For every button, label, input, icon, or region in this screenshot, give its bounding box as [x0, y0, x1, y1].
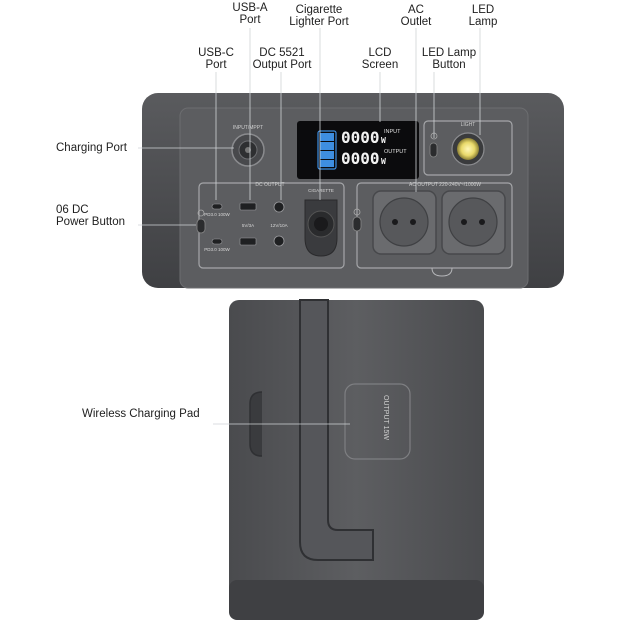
led-lamp-area: LIGHT: [423, 120, 513, 176]
leader-lines: [138, 28, 481, 425]
side-handle[interactable]: [299, 299, 374, 561]
dc5521-port-2[interactable]: [273, 235, 285, 247]
cigarette-label: CIGARETTE: [308, 188, 334, 193]
lcd-input-value: 0000: [341, 128, 380, 147]
usb-a-port-1[interactable]: [239, 202, 257, 211]
wireless-charging-pad-label: Wireless Charging Pad: [82, 408, 200, 420]
dc-spec: 12V/10A: [270, 223, 287, 228]
wireless-charging-pad[interactable]: OUTPUT 15W: [344, 383, 411, 460]
ac-symbol-icon: [431, 267, 453, 277]
lcd-input-unit: W: [381, 136, 386, 145]
pd2-label: PD3.0 100W: [204, 247, 230, 252]
dc5521-port-1[interactable]: [273, 201, 285, 213]
side-body: OUTPUT 15W: [229, 299, 484, 620]
ac-output-group: AC OUTPUT 220-240V~/1000W: [352, 182, 513, 277]
usb-a-spec: 5V/3A: [242, 223, 254, 228]
dc-output-group: DC OUTPUT PD3.0 100W PD3.0 100W 5V/3A 12…: [196, 182, 345, 269]
light-label: LIGHT: [461, 122, 476, 128]
ac-socket-1[interactable]: [372, 190, 437, 255]
cigarette-lighter-port[interactable]: [304, 199, 338, 257]
ac-power-button[interactable]: [352, 216, 362, 232]
ac-socket-2[interactable]: [441, 190, 506, 255]
led-lamp: [457, 138, 479, 160]
usb-a-port-2[interactable]: [239, 237, 257, 246]
dc-output-label: DC OUTPUT: [255, 182, 284, 188]
dc-power-button[interactable]: [196, 218, 206, 234]
lcd-output-value: 0000: [341, 149, 380, 168]
dc-power-icon: [197, 209, 205, 217]
charging-port[interactable]: INPUT/MPPT: [231, 125, 265, 167]
led-lamp-button[interactable]: [429, 142, 438, 158]
lcd-screen: 0000 W INPUT 0000 W OUTPUT: [297, 121, 419, 179]
ac-output-label: AC OUTPUT 220-240V~/1000W: [409, 182, 481, 188]
front-panel: INPUT/MPPT 0000 W INPUT 0000 W OUTPUT: [142, 93, 564, 289]
ac-power-icon: [353, 208, 361, 216]
side-base: [229, 580, 484, 620]
usb-c-port-1[interactable]: [211, 203, 223, 210]
lcd-output-unit: W: [381, 157, 386, 166]
usb-c-port-2[interactable]: [211, 238, 223, 245]
wireless-text: OUTPUT 15W: [382, 395, 389, 440]
input-label: INPUT/MPPT: [233, 125, 263, 131]
front-panel-face: [179, 107, 529, 289]
pd1-label: PD3.0 100W: [204, 212, 230, 217]
side-panel: [229, 300, 484, 620]
charging-port-label: Charging Port: [56, 142, 127, 154]
lcd-output-label: OUTPUT: [384, 149, 407, 155]
lcd-input-label: INPUT: [384, 129, 401, 135]
